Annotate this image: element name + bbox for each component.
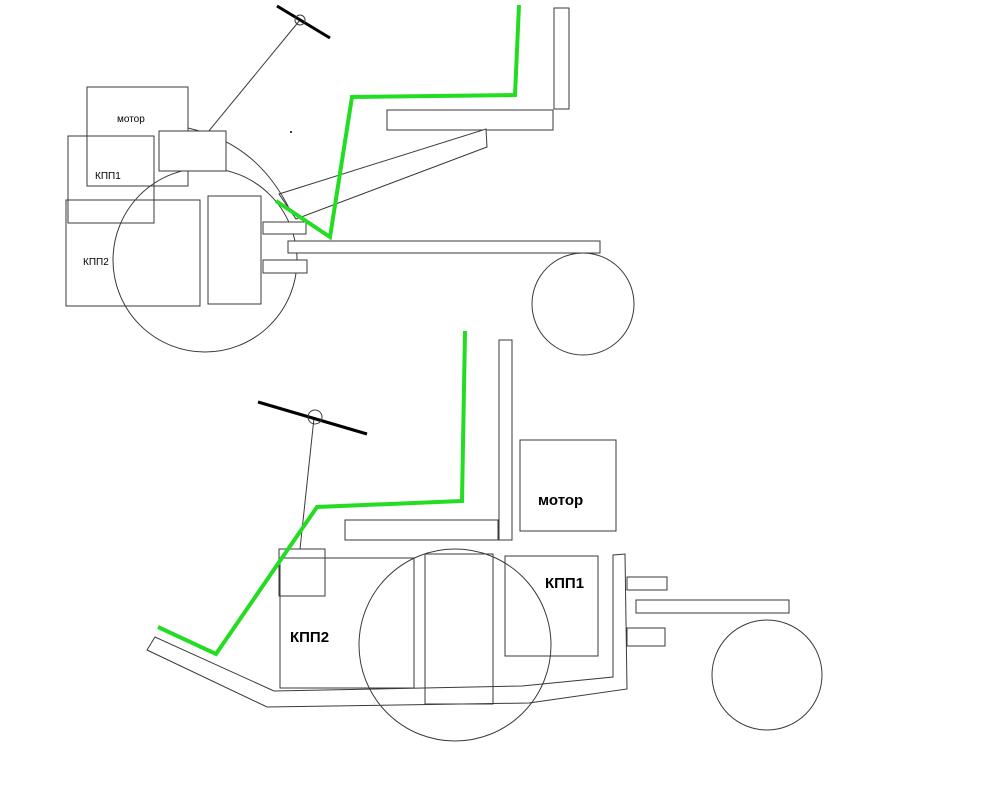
bottom-seat-back: [498, 339, 513, 541]
top-steering-column: [207, 19, 301, 133]
bottom-motor-box: [519, 439, 617, 532]
top-motor-label: мотор: [117, 114, 145, 125]
bottom-seat-cushion: [344, 519, 499, 541]
top-angled-bar: [278, 128, 488, 220]
bottom-frame-bar: [635, 599, 790, 614]
top-frame-bar: [287, 240, 601, 254]
bottom-drive-wheel: [358, 548, 552, 742]
top-dot: [290, 131, 292, 133]
bottom-kpp1-label: КПП1: [545, 575, 584, 592]
bottom-kpp1-box: [504, 555, 599, 657]
top-seat-cushion: [386, 109, 554, 131]
bottom-small-block-2: [626, 627, 666, 647]
bottom-small-box: [278, 548, 326, 597]
top-small-block-2: [262, 259, 308, 274]
top-kpp2-label: КПП2: [83, 257, 109, 268]
top-vertical-box: [207, 195, 262, 305]
top-steering-wheel: [276, 4, 331, 40]
bottom-front-wheel: [711, 619, 823, 731]
top-kpp1-label: КПП1: [95, 171, 121, 182]
bottom-small-block-1: [626, 576, 668, 591]
top-seat-back: [553, 7, 570, 110]
bottom-steering-hub: [307, 409, 323, 425]
bottom-schematic: мотор КПП1 КПП2: [146, 330, 823, 742]
top-kpp1-box: [67, 135, 155, 224]
bottom-motor-label: мотор: [538, 492, 583, 509]
top-kpp2-box: [65, 199, 201, 307]
top-small-block-1: [262, 221, 307, 235]
top-front-wheel: [531, 252, 635, 356]
bottom-green-line: [157, 330, 467, 657]
top-schematic: мотор КПП1 КПП2: [65, 4, 635, 356]
bottom-steering-wheel: [257, 400, 368, 436]
bottom-kpp2-box: [279, 557, 415, 689]
top-green-line: [274, 4, 521, 241]
bottom-vertical-box: [424, 553, 494, 705]
top-steering-hub: [294, 14, 306, 26]
top-small-box: [158, 130, 227, 172]
bottom-kpp2-label: КПП2: [290, 629, 329, 646]
